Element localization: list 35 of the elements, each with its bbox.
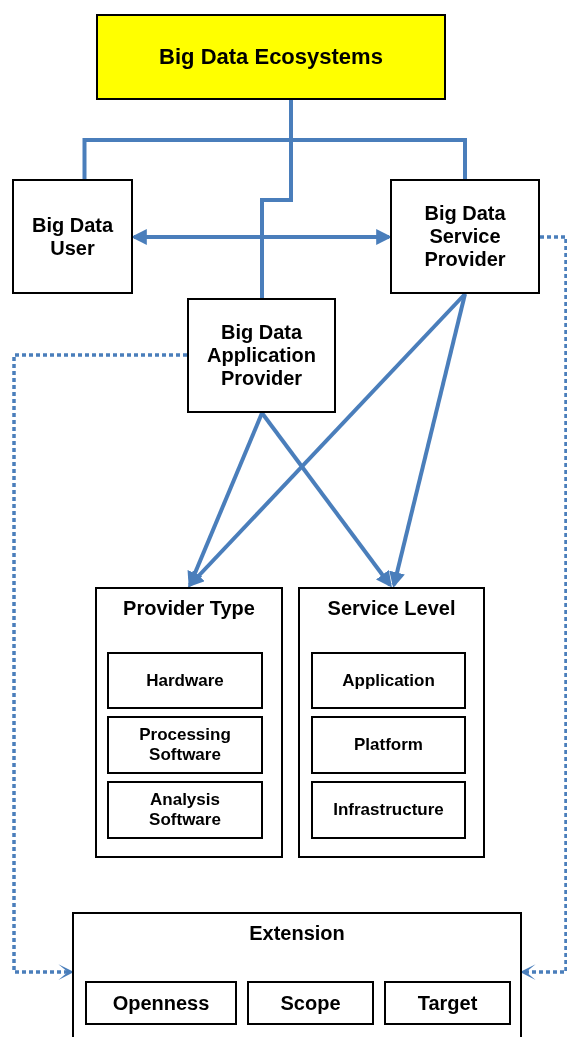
- box-label: Hardware: [145, 670, 225, 691]
- box: [72, 912, 522, 1037]
- box: [85, 981, 237, 1025]
- box: [107, 716, 263, 774]
- box-label: Big Data Application Provider: [206, 321, 317, 390]
- box-label: Target: [416, 991, 479, 1015]
- group-heading: Service Level: [326, 597, 457, 620]
- box: [311, 652, 466, 709]
- box-label: Scope: [279, 991, 342, 1015]
- box: [12, 179, 133, 294]
- box: [187, 298, 336, 413]
- box-label: Big Data Ecosystems: [158, 44, 384, 70]
- box-label: Openness: [111, 991, 211, 1015]
- box: [107, 652, 263, 709]
- box: [95, 587, 283, 858]
- box-label: Infrastructure: [332, 800, 445, 820]
- box-label: Application: [341, 670, 436, 691]
- box-label: Platform: [353, 735, 424, 755]
- group-heading: Provider Type: [122, 597, 256, 620]
- arrow: [12, 353, 187, 980]
- box: [107, 781, 263, 839]
- box-label: Big Data Service Provider: [423, 202, 507, 271]
- box: [311, 781, 466, 839]
- box: [96, 14, 446, 100]
- box-label: Big Data User: [30, 213, 115, 260]
- box: [390, 179, 540, 294]
- box: [298, 587, 485, 858]
- arrow: [260, 411, 392, 588]
- box: [384, 981, 511, 1025]
- box: [311, 716, 466, 774]
- arrow: [389, 293, 467, 589]
- box-label: Processing Software: [138, 725, 232, 765]
- group-heading: Extension: [248, 922, 346, 945]
- box: [247, 981, 374, 1025]
- box-label: Analysis Software: [148, 790, 222, 830]
